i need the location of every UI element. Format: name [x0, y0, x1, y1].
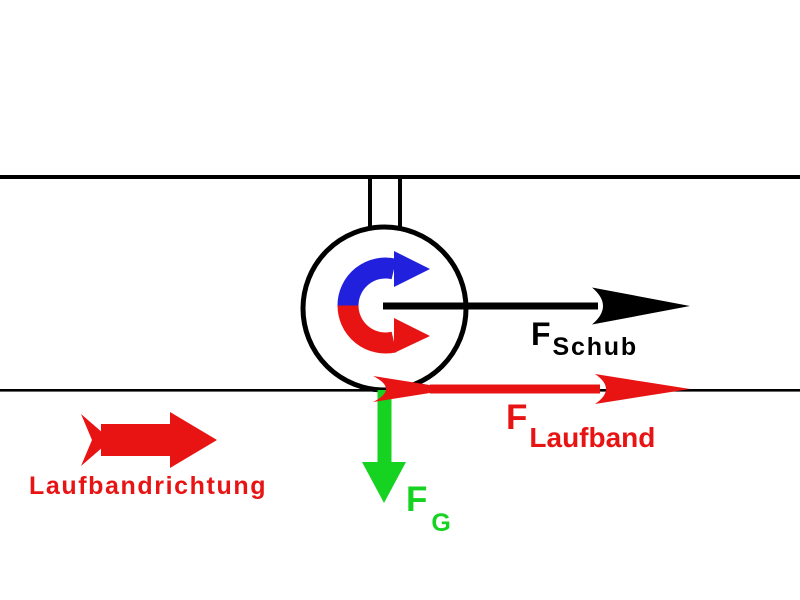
- treadmill-force-arrow-start-head: [373, 376, 455, 402]
- treadmill-direction-arrow-icon: [81, 412, 217, 468]
- treadmill-direction-arrow-head: [170, 412, 217, 468]
- rotation-arrow-red-head: [394, 318, 430, 353]
- label-f-laufband: FLaufband: [506, 398, 655, 452]
- treadmill-direction-arrow-bar: [101, 424, 171, 456]
- mount-strut-left: [368, 177, 372, 230]
- thrust-arrow-icon: [383, 287, 690, 325]
- label-f-schub: FSchub: [531, 316, 638, 360]
- f-g-subscript: G: [431, 509, 451, 537]
- treadmill-force-arrow-icon: [373, 374, 690, 404]
- gravity-arrow-icon: [362, 390, 406, 503]
- treadmill-force-arrow-shaft: [430, 384, 600, 394]
- rotation-arrow-icon: [337, 251, 430, 354]
- gravity-arrow-shaft: [377, 390, 392, 463]
- thrust-arrow-shaft: [383, 302, 598, 310]
- thrust-arrow-head: [592, 287, 690, 325]
- f-laufband-symbol: F: [506, 398, 528, 437]
- f-schub-subscript: Schub: [552, 333, 638, 361]
- gravity-arrow-head: [362, 462, 406, 503]
- f-schub-symbol: F: [531, 316, 551, 352]
- f-g-symbol: F: [406, 480, 428, 519]
- rotation-arrow-red-arc: [337, 304, 397, 354]
- mount-strut-right: [398, 177, 402, 230]
- label-f-g: FG: [406, 480, 451, 536]
- f-laufband-subscript: Laufband: [529, 422, 656, 453]
- rotation-arrow-blue-arc: [337, 257, 397, 307]
- treadmill-direction-arrow-tail: [81, 414, 111, 466]
- rotation-arrow-blue-head: [394, 251, 430, 287]
- treadmill-force-arrow-head: [595, 374, 690, 404]
- mount-bracket: [368, 177, 402, 230]
- label-laufbandrichtung: Laufbandrichtung: [29, 472, 268, 500]
